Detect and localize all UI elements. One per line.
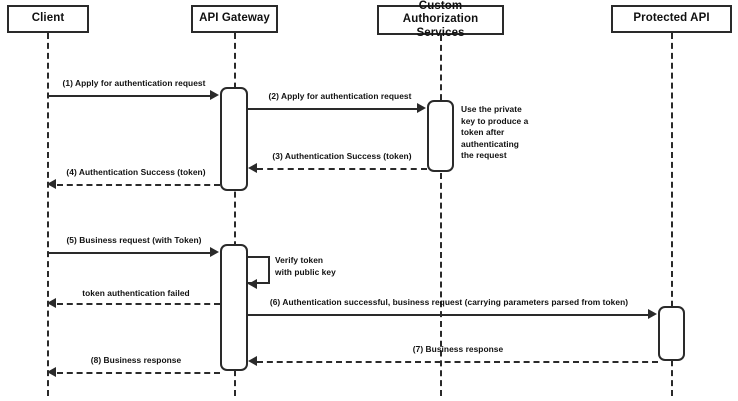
message-line-8 [57, 372, 220, 374]
actor-box-client[interactable]: Client [7, 5, 89, 33]
message-label-2: (2) Apply for authentication request [268, 91, 412, 101]
note-private-key: Use the private key to produce a token a… [461, 104, 533, 162]
message-label-1: (1) Apply for authentication request [62, 78, 206, 88]
self-message-label-line-1: Verify token [275, 255, 324, 265]
message-arrowhead-8 [47, 367, 56, 377]
message-line-6 [248, 314, 649, 316]
message-line-1 [48, 95, 211, 97]
activation-protected-api [658, 306, 685, 361]
message-arrowhead-4 [47, 179, 56, 189]
message-label-3: (3) Authentication Success (token) [272, 151, 412, 161]
activation-api-gateway-business [220, 244, 248, 371]
note-line-5: the request [461, 150, 507, 161]
note-line-2: key to produce a [461, 115, 529, 126]
message-label-6: (6) Authentication successful, business … [269, 297, 629, 307]
self-message-verify-token [248, 256, 270, 284]
note-line-4: authenticating [461, 138, 519, 149]
message-label-7: (7) Business response [412, 344, 504, 354]
lifeline-api-gateway [234, 33, 236, 396]
message-line-3 [257, 168, 427, 170]
actor-label-custom-authorization-services: Custom Authorization Services [402, 0, 479, 39]
message-line-5 [48, 252, 211, 254]
message-label-5: (5) Business request (with Token) [66, 235, 202, 245]
lifeline-protected-api [671, 33, 673, 396]
actor-label-client: Client [31, 12, 65, 25]
message-label-token-authentication-failed: token authentication failed [82, 288, 190, 298]
message-arrowhead-1 [210, 90, 219, 100]
message-label-4: (4) Authentication Success (token) [66, 167, 206, 177]
message-arrowhead-6 [648, 309, 657, 319]
actor-box-protected-api[interactable]: Protected API [611, 5, 732, 33]
message-line-4 [57, 184, 220, 186]
activation-custom-authorization-services [427, 100, 454, 172]
activation-api-gateway-auth [220, 87, 248, 191]
actor-box-api-gateway[interactable]: API Gateway [191, 5, 278, 33]
actor-label-protected-api: Protected API [633, 12, 710, 25]
actor-box-custom-authorization-services[interactable]: Custom Authorization Services [377, 0, 504, 39]
message-arrowhead-7 [248, 356, 257, 366]
actor-label-api-gateway: API Gateway [199, 12, 270, 25]
message-line-2 [248, 108, 418, 110]
self-message-arrowhead-verify-token [248, 279, 257, 289]
self-message-label-line-2: with public key [275, 266, 336, 277]
message-label-8: (8) Business response [90, 355, 182, 365]
note-line-3: token after [461, 127, 505, 138]
self-message-label-verify-token: Verify token with public key [275, 255, 355, 278]
message-arrowhead-5 [210, 247, 219, 257]
message-arrowhead-2 [417, 103, 426, 113]
message-line-7 [257, 361, 658, 363]
message-arrowhead-token-authentication-failed [47, 298, 56, 308]
note-line-1: Use the private [461, 104, 522, 114]
message-arrowhead-3 [248, 163, 257, 173]
lifeline-custom-authorization-services [440, 35, 442, 396]
lifeline-client [47, 33, 49, 396]
message-line-token-authentication-failed [57, 303, 220, 305]
